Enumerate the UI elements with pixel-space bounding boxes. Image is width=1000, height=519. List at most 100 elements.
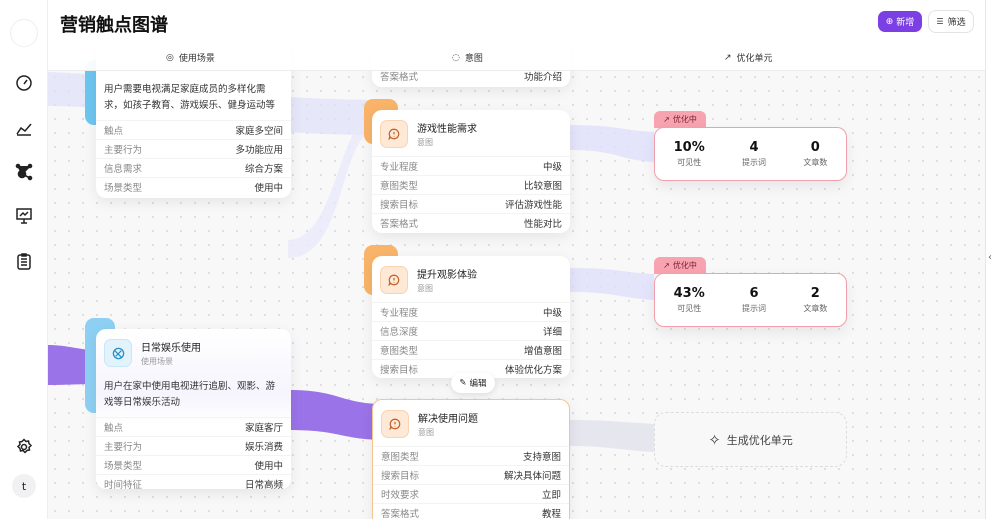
presentation-icon[interactable] <box>12 204 36 228</box>
scene-description: 用户在家中使用电视进行追剧、观影、游戏等日常娱乐活动 <box>104 381 276 408</box>
graph-canvas[interactable]: 用户需要电视满足家庭成员的多样化需求，如孩子教育、游戏娱乐、健身运动等 触点家庭… <box>48 0 985 519</box>
card-row: 主要行为多功能应用 <box>96 139 291 158</box>
card-row: 意图类型 比较意图 <box>372 175 570 194</box>
flow-link <box>568 420 654 452</box>
chat-alert-icon <box>380 266 408 294</box>
column-header-units: ↗优化单元 <box>724 52 773 65</box>
filter-icon: ☰ <box>936 17 944 26</box>
card-row: 场景类型 使用中 <box>96 455 291 474</box>
new-button[interactable]: ⊕新增 <box>878 11 922 32</box>
edit-label: 编辑 <box>469 379 487 389</box>
status-label: 优化中 <box>672 115 697 124</box>
page-header: 营销触点图谱 ⊕新增 ☰筛选 ◎使用场景 ◌意图 ↗优化单元 <box>48 0 985 71</box>
edit-button[interactable]: ✎编辑 <box>451 373 495 393</box>
card-title: 游戏性能需求 <box>417 124 477 135</box>
row-key: 时间特征 <box>104 480 143 491</box>
new-label: 新增 <box>896 18 915 28</box>
row-value: 解决具体问题 <box>503 471 561 482</box>
card-title: 日常娱乐使用 <box>141 343 201 354</box>
dashboard-icon[interactable] <box>12 71 36 95</box>
filter-label: 筛选 <box>947 18 966 28</box>
filter-button[interactable]: ☰筛选 <box>928 10 974 33</box>
row-key: 场景类型 <box>104 461 143 472</box>
row-key: 搜索目标 <box>381 471 420 482</box>
globe-icon: ◎ <box>166 52 174 63</box>
right-panel-toggle[interactable]: ‹ <box>985 0 1000 519</box>
chat-icon: ◌ <box>452 52 460 63</box>
status-label: 优化中 <box>672 261 697 270</box>
card-subtitle: 使用场景 <box>141 357 173 366</box>
flow-link <box>288 390 378 440</box>
row-key: 意图类型 <box>380 346 419 357</box>
page-title: 营销触点图谱 <box>60 15 168 36</box>
row-value: 详细 <box>542 327 562 338</box>
row-value: 评估游戏性能 <box>504 200 562 211</box>
row-value: 支持意图 <box>522 452 561 463</box>
row-key: 信息需求 <box>104 164 143 175</box>
card-title: 解决使用问题 <box>418 414 478 425</box>
chevron-left-icon[interactable]: ‹ <box>988 252 992 263</box>
card-row: 意图类型 支持意图 <box>373 446 569 465</box>
card-row: 答案格式性能对比 <box>372 213 570 232</box>
row-value: 功能介绍 <box>523 71 562 83</box>
card-row: 答案格式功能介绍 <box>372 66 570 85</box>
card-row: 信息需求 综合方案 <box>96 158 291 177</box>
trend-icon: ↗ <box>663 261 670 270</box>
row-value: 中级 <box>542 162 562 173</box>
generate-unit-button[interactable]: ✧生成优化单元 <box>654 412 847 467</box>
intent-card[interactable]: 游戏性能需求意图 专业程度中级 意图类型比较意图 搜索目标评估游戏性能 答案格式… <box>372 110 570 233</box>
row-value: 使用中 <box>254 183 283 194</box>
row-key: 触点 <box>104 423 124 434</box>
card-row: 时间特征 日常高频 <box>96 474 291 493</box>
globe-icon <box>104 339 132 367</box>
row-value: 家庭多空间 <box>235 126 283 137</box>
row-key: 搜索目标 <box>380 365 419 376</box>
status-badge: ↗优化中 <box>654 257 706 274</box>
row-value: 多功能应用 <box>235 145 283 156</box>
scene-card[interactable]: 日常娱乐使用使用场景 用户在家中使用电视进行追剧、观影、游戏等日常娱乐活动 触点… <box>96 329 291 491</box>
intent-card[interactable]: 提升观影体验意图 专业程度中级 信息深度详细 意图类型增值意图 搜索目标体验优化… <box>372 256 570 378</box>
intent-card[interactable]: 解决使用问题意图 意图类型支持意图 搜索目标解决具体问题 时效要求立即 答案格式… <box>372 399 570 519</box>
row-key: 搜索目标 <box>380 200 419 211</box>
graph-icon[interactable] <box>12 160 36 184</box>
row-value: 教程 <box>541 509 561 519</box>
flow-link <box>568 268 654 300</box>
row-key: 意图类型 <box>381 452 420 463</box>
column-header-intents: ◌意图 <box>452 52 483 65</box>
scene-description: 用户需要电视满足家庭成员的多样化需求，如孩子教育、游戏娱乐、健身运动等 <box>104 84 276 111</box>
row-value: 综合方案 <box>244 164 283 175</box>
stat-visibility: 10%可见性 <box>673 140 705 167</box>
card-subtitle: 意图 <box>417 284 433 293</box>
row-value: 家庭客厅 <box>244 423 283 434</box>
row-key: 答案格式 <box>380 219 419 230</box>
sidebar: t <box>0 0 48 519</box>
card-row: 触点家庭多空间 <box>96 120 291 139</box>
stat-visibility: 43%可见性 <box>673 286 705 313</box>
trend-icon: ↗ <box>724 52 732 63</box>
card-row: 搜索目标 体验优化方案 <box>372 359 570 378</box>
row-key: 时效要求 <box>381 490 420 501</box>
row-key: 主要行为 <box>104 442 143 453</box>
flow-link <box>568 125 654 162</box>
row-value: 增值意图 <box>523 346 562 357</box>
row-value: 使用中 <box>254 461 283 472</box>
card-row: 专业程度中级 <box>372 156 570 175</box>
row-value: 日常高频 <box>244 480 283 491</box>
row-value: 体验优化方案 <box>504 365 562 376</box>
row-value: 比较意图 <box>523 181 562 192</box>
clipboard-icon[interactable] <box>12 249 36 273</box>
row-key: 意图类型 <box>380 181 419 192</box>
flow-link <box>288 112 378 258</box>
row-key: 信息深度 <box>380 327 419 338</box>
gear-icon[interactable] <box>12 435 36 459</box>
avatar[interactable]: t <box>12 474 36 498</box>
row-key: 专业程度 <box>380 308 419 319</box>
chart-icon[interactable] <box>12 116 36 140</box>
card-title: 提升观影体验 <box>417 270 477 281</box>
trend-icon: ↗ <box>663 115 670 124</box>
